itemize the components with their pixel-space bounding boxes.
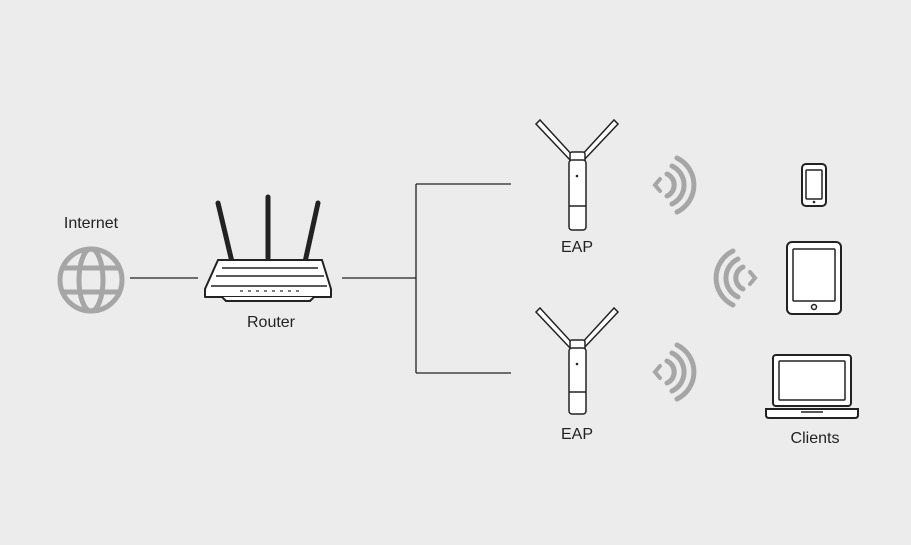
clients-label: Clients [791,430,840,448]
router-label: Router [247,314,295,332]
wifi-signal-icon [716,251,755,305]
eap-top-label: EAP [561,239,593,257]
internet-label: Internet [64,215,118,233]
globe-icon [60,249,122,311]
wifi-signal-icon [655,158,694,212]
eap-bottom-icon [536,308,618,414]
eap-top-icon [536,120,618,230]
laptop-icon [766,355,858,418]
wifi-signal-icon [655,345,694,399]
smartphone-icon [802,164,826,206]
tablet-icon [787,242,841,314]
eap-bottom-label: EAP [561,426,593,444]
router-icon [205,197,331,301]
